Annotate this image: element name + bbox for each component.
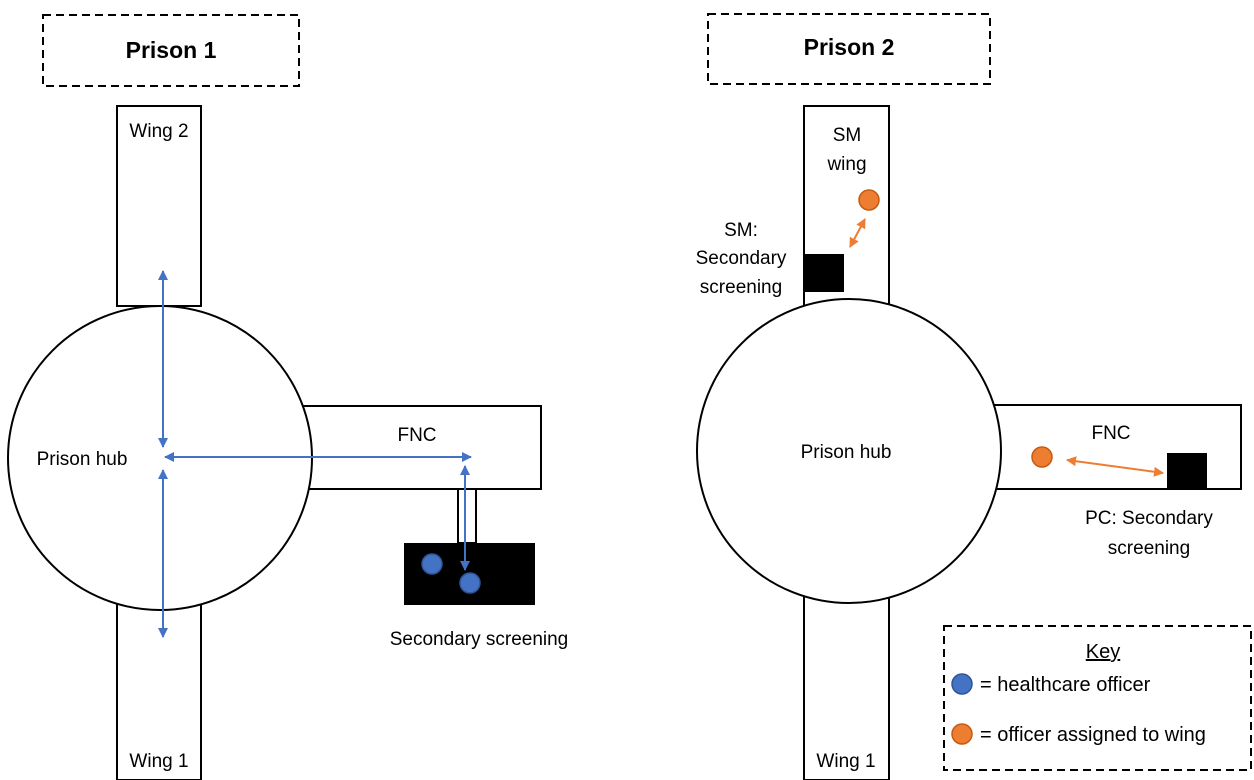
prison2-pc-secondary-screening-room	[1167, 453, 1207, 489]
healthcare-officer-marker	[421, 553, 443, 575]
prison2-sm-secondary-screening-room	[803, 254, 844, 292]
prison2-hub	[696, 298, 1002, 604]
prison1-fnc-label: FNC	[397, 425, 436, 446]
prison1-wing-1-label: Wing 1	[129, 751, 188, 772]
prison2-sm-screening-label-line2: Secondary	[696, 248, 787, 269]
arrow-sm-officer-to-screening	[849, 218, 866, 248]
prison2-sm-screening-label-line1: SM:	[724, 220, 758, 241]
wing-officer-key-icon	[951, 723, 973, 745]
healthcare-officer-marker	[459, 572, 481, 594]
key-wing-officer-label: = officer assigned to wing	[980, 724, 1206, 746]
prison2-wing-1	[803, 584, 890, 780]
prison2-sm-screening-label-line3: screening	[700, 277, 782, 298]
wing-officer-marker	[858, 189, 880, 211]
prison2-sm-wing-label-line2: wing	[826, 154, 866, 175]
prison2-wing-1-label: Wing 1	[816, 751, 875, 772]
prison1-title: Prison 1	[126, 37, 217, 63]
key-box	[943, 625, 1252, 771]
key-legend: Key = healthcare officer = officer assig…	[943, 625, 1252, 771]
prison2-pc-screening-label-line1: PC: Secondary	[1085, 508, 1213, 529]
prison1-screening-connector	[457, 488, 477, 544]
prison2-title-box	[707, 13, 991, 85]
prison1-fnc-corridor	[289, 405, 542, 490]
wing-officer-marker	[1031, 446, 1053, 468]
prison1-title-box	[42, 14, 300, 87]
arrow-fnc-officer-to-screening	[1066, 456, 1164, 477]
prison1-secondary-screening-label: Secondary screening	[390, 629, 569, 650]
healthcare-officer-key-icon	[951, 673, 973, 695]
prison2-sm-wing-label-line1: SM	[833, 125, 862, 146]
prison1-wing-2-label: Wing 2	[129, 121, 188, 142]
prison1: Prison 1 Wing 2 Wing 1 Prison hub FNC Se…	[7, 14, 569, 780]
prison2-fnc-label: FNC	[1091, 423, 1130, 444]
prison2-hub-label: Prison hub	[801, 442, 892, 463]
prison2-title: Prison 2	[804, 34, 895, 60]
key-title: Key	[1086, 641, 1120, 663]
key-healthcare-label: = healthcare officer	[980, 674, 1151, 696]
prison2: Prison 2 SM wing SM: Secondary screening…	[696, 13, 1242, 780]
prison1-hub-label: Prison hub	[37, 449, 128, 470]
prison2-pc-screening-label-line2: screening	[1108, 538, 1190, 559]
